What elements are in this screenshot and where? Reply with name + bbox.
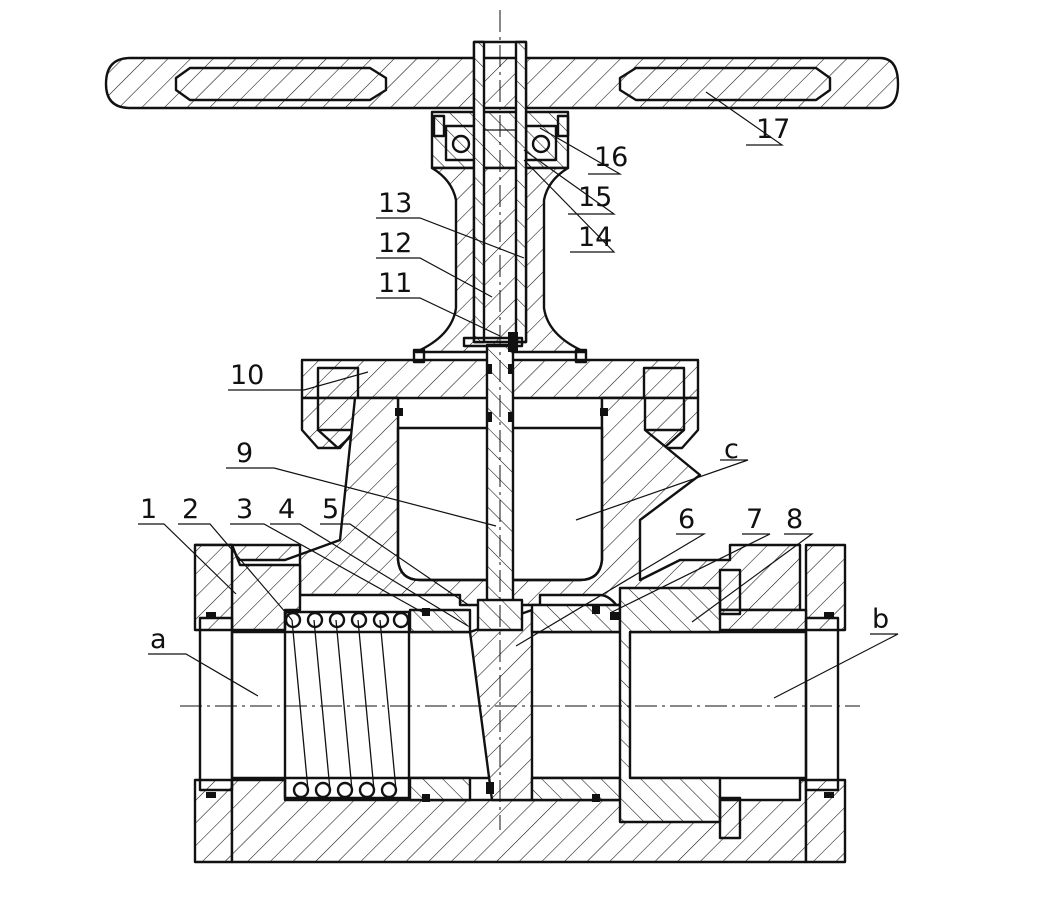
label-15: 15: [578, 182, 612, 213]
label-2: 2: [182, 494, 199, 525]
label-9: 9: [236, 438, 253, 469]
label-13: 13: [378, 188, 412, 219]
label-c: c: [724, 434, 739, 465]
label-5: 5: [322, 494, 339, 525]
label-11: 11: [378, 268, 412, 299]
part-labels: 17 16 15 14 13 12 11 10 9 1 2 3 4 5 6 7 …: [140, 114, 889, 655]
label-8: 8: [786, 504, 803, 535]
center-lines: [180, 10, 860, 830]
label-16: 16: [594, 142, 628, 173]
spring: [283, 610, 411, 800]
label-12: 12: [378, 228, 412, 259]
label-6: 6: [678, 504, 695, 535]
leader-lines: [138, 91, 899, 699]
label-1: 1: [140, 494, 157, 525]
label-10: 10: [230, 360, 264, 391]
label-17: 17: [756, 114, 790, 145]
label-14: 14: [578, 222, 612, 253]
label-3: 3: [236, 494, 253, 525]
handwheel: [104, 56, 900, 110]
seat-insert: [618, 568, 742, 840]
label-a: a: [150, 624, 167, 655]
seal-rings: [206, 364, 834, 802]
pin: [462, 332, 524, 352]
label-7: 7: [746, 504, 763, 535]
label-b: b: [872, 604, 889, 635]
label-4: 4: [278, 494, 295, 525]
gate: [408, 603, 622, 802]
